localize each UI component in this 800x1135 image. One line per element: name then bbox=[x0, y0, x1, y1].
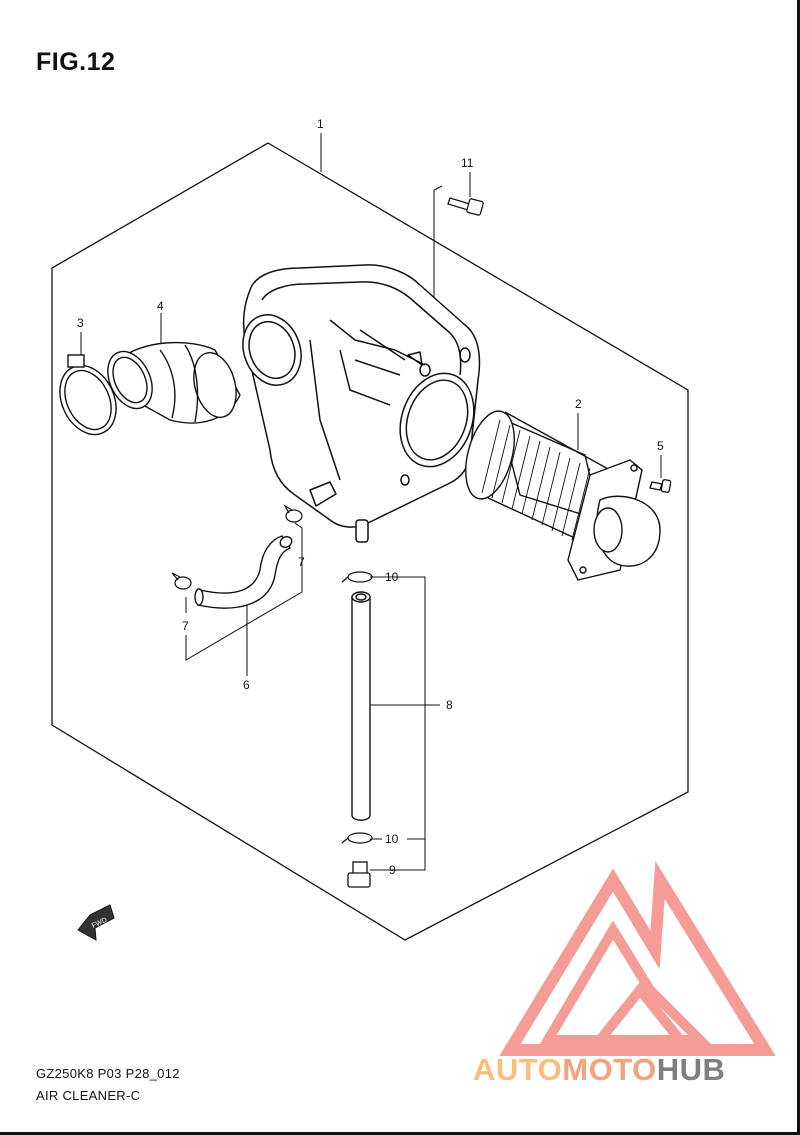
watermark-hub: HUB bbox=[656, 1052, 726, 1087]
watermark-moto: MOTO bbox=[562, 1052, 657, 1087]
screw bbox=[649, 479, 672, 493]
footer-section-name: AIR CLEANER-C bbox=[36, 1088, 141, 1103]
fwd-arrow-badge: FWD bbox=[77, 904, 115, 941]
figure-title: FIG.12 bbox=[36, 48, 116, 76]
drain-tube bbox=[351, 591, 371, 821]
air-cleaner-case bbox=[242, 264, 481, 543]
page-border-right bbox=[797, 0, 800, 1135]
callout-5: 5 bbox=[657, 439, 664, 453]
callout-9: 9 bbox=[389, 863, 396, 877]
footer-model-code: GZ250K8 P03 P28_012 bbox=[36, 1066, 180, 1081]
page-border-bottom bbox=[0, 1132, 800, 1135]
callout-10a: 10 bbox=[385, 570, 399, 584]
drain-plug bbox=[347, 861, 371, 888]
callout-11: 11 bbox=[461, 156, 474, 170]
callout-3: 3 bbox=[77, 316, 84, 330]
breather-hose bbox=[194, 535, 293, 609]
watermark-auto: AUTO bbox=[473, 1052, 563, 1087]
callout-10b: 10 bbox=[385, 832, 399, 846]
assembly-outline bbox=[51, 142, 689, 941]
callout-7a: 7 bbox=[182, 619, 189, 633]
callout-7b: 7 bbox=[298, 555, 305, 569]
callout-8: 8 bbox=[446, 698, 453, 712]
drain-clips bbox=[341, 571, 373, 844]
bolt bbox=[447, 197, 484, 216]
air-filter-element bbox=[465, 410, 661, 581]
watermark-text: AUTOMOTOHUB bbox=[473, 1052, 725, 1088]
callout-2: 2 bbox=[575, 397, 582, 411]
callout-6: 6 bbox=[243, 678, 250, 692]
intake-tube bbox=[107, 341, 241, 424]
watermark-logo bbox=[499, 861, 776, 1056]
callout-1: 1 bbox=[317, 117, 324, 131]
callout-4: 4 bbox=[157, 299, 164, 313]
hose-clips bbox=[171, 504, 303, 590]
